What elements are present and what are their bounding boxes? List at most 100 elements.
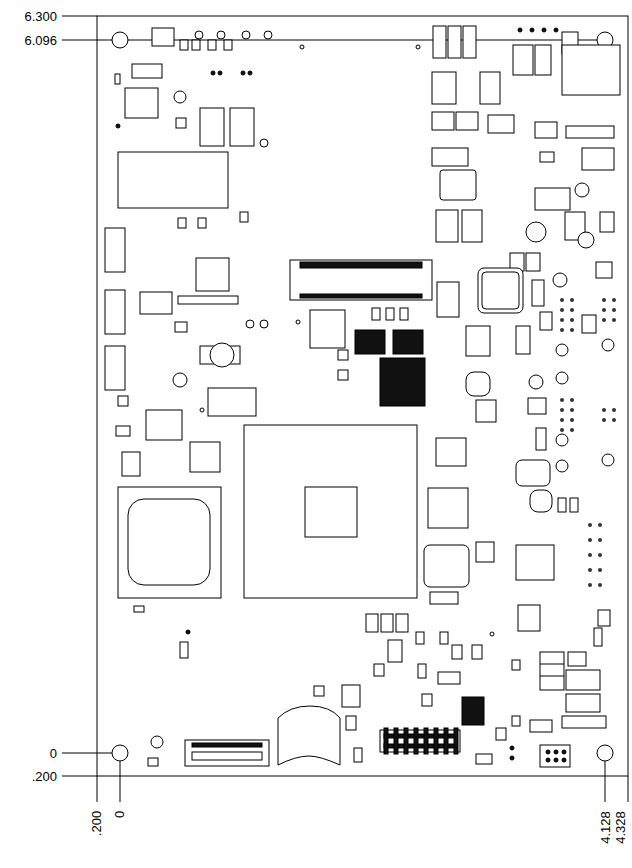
via <box>217 31 225 39</box>
via <box>602 339 614 351</box>
capacitor <box>180 40 188 50</box>
connector <box>105 290 125 334</box>
capacitor <box>116 426 130 436</box>
pin <box>598 523 602 527</box>
part-outline <box>566 670 600 690</box>
pin <box>588 523 592 527</box>
header-pin <box>384 728 388 754</box>
pin <box>598 553 602 557</box>
pin <box>598 568 602 572</box>
part-outline <box>134 606 144 612</box>
part-outline <box>432 148 468 166</box>
dimension-line <box>62 40 597 41</box>
capacitor <box>240 212 248 222</box>
pin <box>602 418 606 422</box>
part-outline <box>140 292 172 314</box>
part-outline <box>381 614 393 632</box>
ic-outline <box>146 410 182 440</box>
capacitor <box>224 40 232 50</box>
part-outline <box>540 312 552 330</box>
qfp-ic <box>482 272 519 309</box>
part-outline <box>535 188 570 210</box>
crystal <box>466 372 490 396</box>
via <box>264 31 272 39</box>
capacitor <box>386 308 394 320</box>
inductor <box>128 499 210 585</box>
pin <box>602 318 606 322</box>
test-connector <box>540 745 570 767</box>
pin <box>554 750 558 754</box>
part-outline <box>456 112 478 130</box>
pin <box>602 408 606 412</box>
dimension-label: .200 <box>31 769 58 784</box>
capacitor <box>314 686 324 696</box>
board-outline <box>97 16 628 776</box>
capacitor <box>496 728 506 740</box>
pin <box>602 308 606 312</box>
capacitor <box>178 218 186 228</box>
dimension-label: 4.128 <box>597 810 612 845</box>
part-outline <box>488 115 514 133</box>
battery <box>210 343 234 367</box>
ic-outline <box>462 697 484 725</box>
pin <box>560 428 564 432</box>
pin <box>560 408 564 412</box>
via <box>553 273 567 287</box>
part-outline <box>208 388 256 416</box>
pin <box>570 298 574 302</box>
header-pin <box>414 728 418 754</box>
pad <box>554 28 558 32</box>
pin <box>570 428 574 432</box>
pin <box>554 758 558 762</box>
via <box>416 45 420 49</box>
capacitor <box>198 218 206 228</box>
connector-pins <box>300 262 422 268</box>
part-outline <box>536 428 546 450</box>
dimension-label: 0 <box>49 746 58 761</box>
part-outline <box>476 754 492 764</box>
part-outline <box>516 326 530 354</box>
pad <box>248 71 252 75</box>
pin <box>570 408 574 412</box>
pin <box>602 298 606 302</box>
part-outline <box>526 253 540 271</box>
dimension-label: 6.300 <box>23 9 58 24</box>
part-outline <box>582 315 596 333</box>
part-outline <box>342 685 360 707</box>
part-outline <box>436 210 458 242</box>
resistor <box>115 74 120 84</box>
part-outline <box>535 122 557 138</box>
capacitor <box>192 40 200 50</box>
header-pin <box>424 728 428 754</box>
ic-outline <box>196 258 229 291</box>
pin <box>560 328 564 332</box>
part-outline <box>430 592 458 604</box>
part-detail <box>540 676 564 677</box>
part-outline <box>476 542 494 562</box>
capacitor <box>400 308 408 320</box>
resistor-array <box>566 126 614 138</box>
capacitor <box>558 498 566 512</box>
capacitor <box>422 694 432 706</box>
inductor <box>424 545 469 587</box>
inductor <box>118 487 221 598</box>
header-pin <box>394 728 398 754</box>
crystal <box>530 490 552 512</box>
part-outline <box>535 45 551 75</box>
part-outline <box>582 148 614 170</box>
mosfet <box>355 330 385 354</box>
pin-grid <box>560 298 616 587</box>
qfp-ic <box>478 268 523 313</box>
pin <box>598 538 602 542</box>
part-outline <box>463 26 476 58</box>
part-outline <box>438 672 460 684</box>
connector-body <box>192 752 262 760</box>
via <box>296 320 300 324</box>
pin <box>570 398 574 402</box>
pin <box>570 328 574 332</box>
part-outline <box>433 26 446 58</box>
part-outline <box>118 152 228 208</box>
via <box>260 139 268 147</box>
fpc-connector <box>290 260 432 300</box>
part-outline <box>594 628 602 646</box>
